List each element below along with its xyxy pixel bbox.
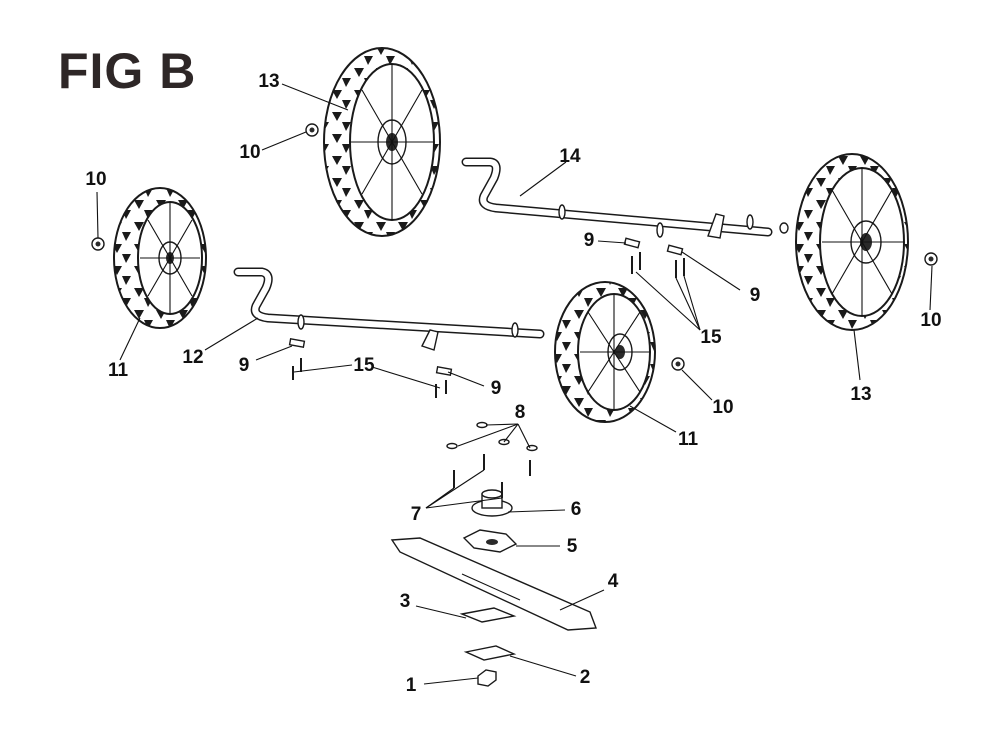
hub-nuts bbox=[91, 123, 938, 371]
callout-15: 15 bbox=[700, 327, 722, 348]
callout-2: 2 bbox=[579, 667, 591, 688]
callout-14: 14 bbox=[559, 146, 581, 167]
callout-5: 5 bbox=[566, 536, 578, 557]
callout-12: 12 bbox=[182, 347, 204, 368]
figure-title: FIG B bbox=[58, 43, 197, 99]
callout-9: 9 bbox=[490, 378, 502, 399]
callout-13: 13 bbox=[850, 384, 872, 405]
rear-wheel-upper bbox=[323, 47, 441, 237]
front-wheel-left bbox=[113, 187, 207, 329]
callout-4: 4 bbox=[607, 571, 619, 592]
callout-9: 9 bbox=[583, 230, 595, 251]
callout-10: 10 bbox=[239, 142, 261, 163]
callout-9: 9 bbox=[238, 355, 250, 376]
callout-9: 9 bbox=[749, 285, 761, 306]
front-wheel-center bbox=[554, 281, 656, 423]
leader-lines bbox=[96, 83, 933, 685]
callout-10: 10 bbox=[920, 310, 942, 331]
callout-8: 8 bbox=[514, 402, 526, 423]
blade-assembly bbox=[390, 421, 597, 687]
front-axle bbox=[233, 267, 545, 351]
callout-10: 10 bbox=[712, 397, 734, 418]
callout-15: 15 bbox=[353, 355, 375, 376]
callout-7: 7 bbox=[410, 504, 422, 525]
callout-11: 11 bbox=[677, 429, 699, 450]
callout-1: 1 bbox=[405, 675, 417, 696]
rear-wheel-right bbox=[795, 153, 909, 331]
callout-11: 11 bbox=[107, 360, 129, 381]
callout-10: 10 bbox=[85, 169, 107, 190]
callout-13: 13 bbox=[258, 71, 280, 92]
callout-3: 3 bbox=[399, 591, 411, 612]
rear-axle bbox=[461, 157, 789, 239]
axle-clips-and-screws bbox=[288, 237, 685, 398]
callout-6: 6 bbox=[570, 499, 582, 520]
